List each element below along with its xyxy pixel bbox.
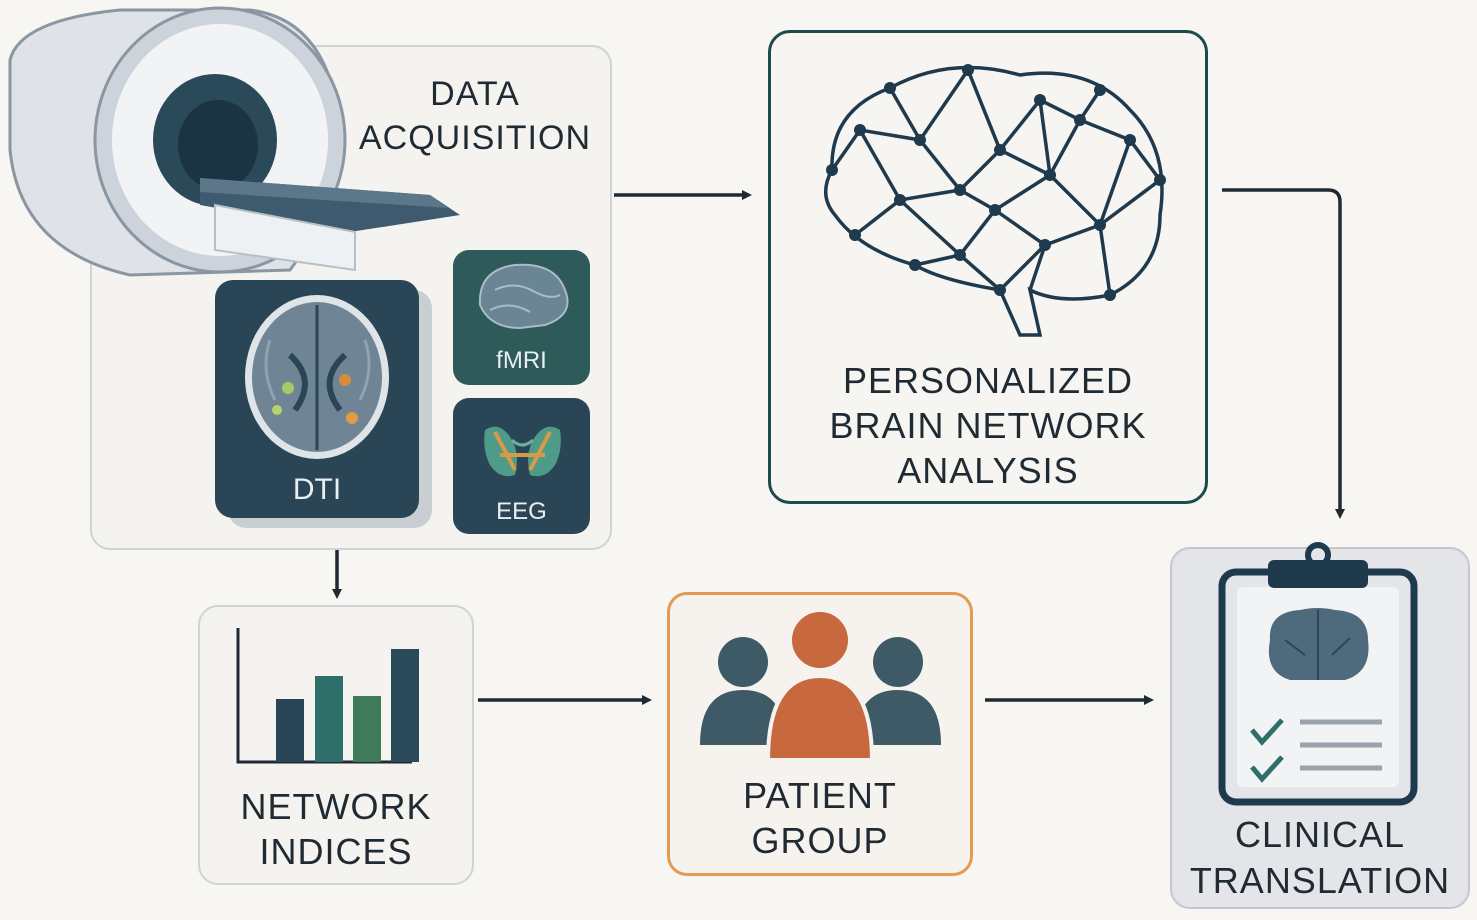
brain-scan-icon bbox=[245, 295, 389, 459]
bar-3 bbox=[353, 696, 381, 762]
indices-line1: NETWORK bbox=[240, 786, 432, 827]
check-icon bbox=[1250, 755, 1284, 783]
mri-scanner-icon bbox=[8, 6, 460, 277]
clinical-line1: CLINICAL bbox=[1234, 814, 1406, 855]
network-nodes bbox=[826, 64, 1166, 301]
brain-network-analysis-box bbox=[768, 30, 1208, 504]
eeg-icon bbox=[484, 426, 561, 477]
bar-4 bbox=[391, 649, 419, 762]
patients-line2: GROUP bbox=[751, 820, 889, 861]
patient-group-label: PATIENT GROUP bbox=[667, 773, 973, 863]
analysis-line2: BRAIN NETWORK bbox=[829, 405, 1147, 446]
network-indices-label: NETWORK INDICES bbox=[198, 784, 474, 874]
check-icon bbox=[1250, 718, 1284, 746]
bar-1 bbox=[276, 699, 304, 762]
bar-2 bbox=[315, 676, 343, 762]
data-acquisition-line1: DATA bbox=[430, 75, 520, 113]
analysis-line1: PERSONALIZED bbox=[842, 360, 1134, 401]
data-acquisition-line2: ACQUISITION bbox=[358, 119, 592, 157]
people-group-icon bbox=[700, 608, 941, 762]
arrow-analysis-to-clinical bbox=[1222, 188, 1345, 519]
clinical-translation-label: CLINICAL TRANSLATION bbox=[1170, 812, 1470, 904]
fmri-label: fMRI bbox=[496, 347, 547, 374]
analysis-line3: ANALYSIS bbox=[897, 450, 1079, 491]
brain-network-analysis-label: PERSONALIZED BRAIN NETWORK ANALYSIS bbox=[780, 358, 1196, 493]
clipboard-icon bbox=[1218, 542, 1418, 806]
clinical-line2: TRANSLATION bbox=[1189, 860, 1451, 901]
data-acquisition-label: DATA ACQUISITION bbox=[350, 72, 600, 160]
dti-label: DTI bbox=[292, 473, 342, 506]
eeg-label: EEG bbox=[496, 498, 547, 525]
brain-icon bbox=[478, 263, 569, 330]
bar-chart-icon bbox=[236, 628, 419, 764]
indices-line2: INDICES bbox=[259, 831, 413, 872]
patients-line1: PATIENT bbox=[743, 775, 897, 816]
flow-arrows bbox=[332, 188, 1345, 705]
